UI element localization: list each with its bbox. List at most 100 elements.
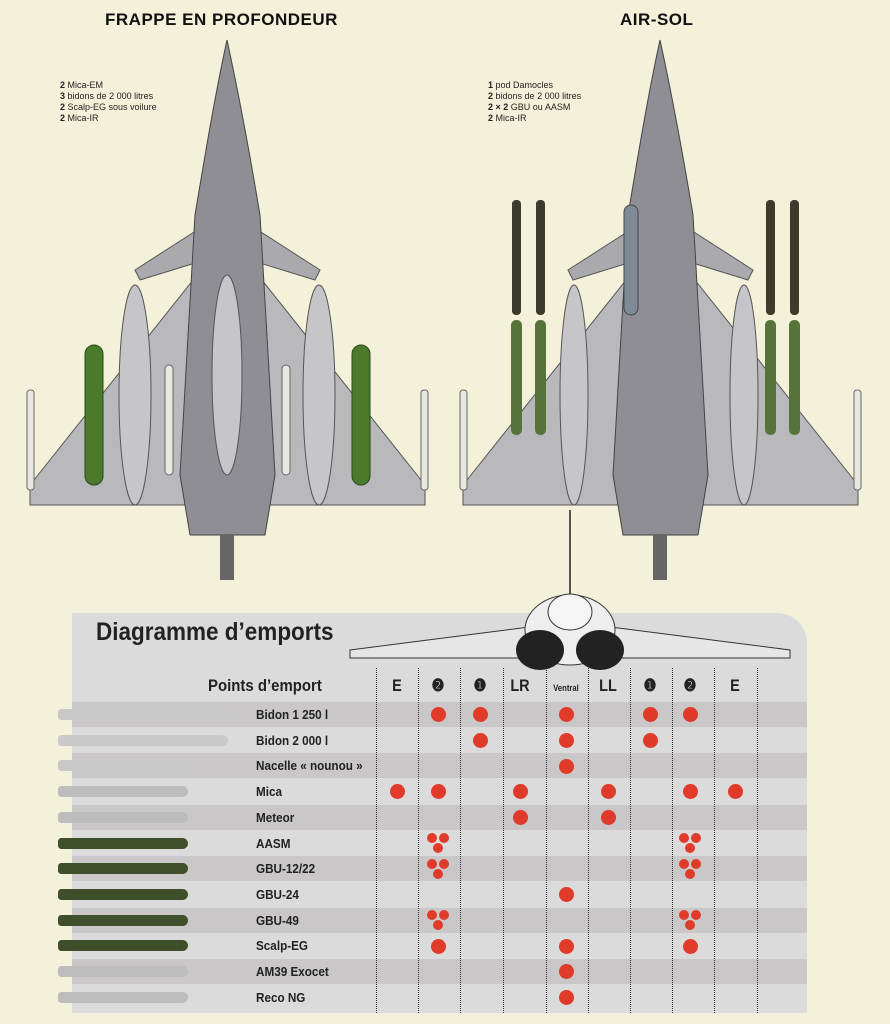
weapon-illustration	[58, 760, 188, 772]
fuel-tanks	[118, 274, 336, 506]
weapon-illustration	[58, 888, 188, 900]
row-label: AM39 Exocet	[256, 964, 329, 979]
triple-carriage-mark	[439, 833, 449, 844]
carriage-mark	[558, 964, 574, 980]
triple-carriage-mark	[691, 910, 701, 921]
loadout-item: 3 bidons de 2 000 litres	[60, 91, 154, 101]
loadout-item: 1 pod Damocles	[488, 80, 554, 90]
triple-carriage-mark	[439, 910, 449, 921]
column-divider	[503, 668, 504, 1013]
table-row	[72, 753, 807, 779]
column-divider	[418, 668, 419, 1013]
row-label: Scalp-EG	[256, 938, 309, 954]
weapon-illustration	[58, 991, 188, 1003]
loadout-item: 2 × 2 GBU ou AASM	[488, 102, 571, 112]
carriage-mark	[558, 887, 574, 903]
column-header: E	[730, 676, 740, 695]
row-label: Bidon 2 000 l	[256, 732, 329, 748]
triple-carriage-mark	[691, 859, 701, 870]
carriage-mark	[512, 810, 528, 826]
carriage-mark	[430, 784, 446, 800]
diagram-title: Diagramme d’emports	[96, 618, 334, 646]
carriage-mark	[727, 784, 743, 800]
rafale-front-view-illustration	[349, 510, 791, 670]
triple-carriage-mark	[679, 910, 689, 921]
column-divider	[376, 668, 377, 1013]
fuel-tanks	[559, 284, 759, 506]
carriage-mark	[472, 733, 488, 749]
column-divider	[546, 668, 547, 1013]
rafale-air-ground-illustration	[459, 39, 862, 580]
guided-bombs	[511, 200, 800, 435]
loadout-item: 2 Mica-IR	[488, 113, 527, 123]
column-header: ❶	[473, 676, 487, 695]
column-header: LL	[599, 676, 617, 695]
column-header: LR	[510, 676, 530, 695]
row-label: AASM	[256, 835, 291, 851]
weapon-illustration	[58, 837, 188, 849]
rafale-deep-strike-illustration	[26, 39, 429, 580]
carriage-mark	[430, 707, 446, 723]
column-divider	[714, 668, 715, 1013]
weapon-illustration	[58, 966, 188, 977]
column-divider	[672, 668, 673, 1013]
triple-carriage-mark	[433, 843, 443, 854]
column-divider	[460, 668, 461, 1013]
weapon-illustration	[58, 786, 188, 798]
triple-carriage-mark	[433, 920, 443, 931]
scalp-missiles	[84, 344, 371, 486]
column-divider	[757, 668, 758, 1013]
loadout-list-deep-strike: 2 Mica-EM 3 bidons de 2 000 litres 2 Sca…	[60, 80, 157, 124]
row-label: Mica	[256, 784, 283, 800]
triple-carriage-mark	[433, 869, 443, 880]
triple-carriage-mark	[685, 920, 695, 931]
carriage-mark	[558, 990, 574, 1006]
column-header: Ventral	[553, 683, 579, 693]
carriage-mark	[430, 938, 446, 954]
triple-carriage-mark	[427, 833, 437, 844]
mica-missiles	[26, 364, 429, 491]
triple-carriage-mark	[679, 833, 689, 844]
row-label: Nacelle « nounou »	[256, 758, 363, 774]
column-header: E	[392, 676, 402, 695]
carriage-mark	[682, 938, 698, 954]
loadout-item: 2 bidons de 2 000 litres	[488, 91, 582, 101]
carriage-mark	[642, 733, 658, 749]
points-label: Points d’emport	[208, 676, 322, 695]
weapon-illustration	[58, 940, 188, 952]
weapon-illustration	[58, 914, 188, 926]
column-divider	[630, 668, 631, 1013]
column-header: ❶	[643, 676, 657, 695]
carriage-mark	[682, 784, 698, 800]
triple-carriage-mark	[427, 910, 437, 921]
carriage-mark	[682, 707, 698, 723]
row-label: Meteor	[256, 809, 295, 825]
weapon-illustration	[58, 863, 188, 875]
row-label: GBU-12/22	[256, 861, 316, 877]
carriage-mark	[600, 810, 616, 826]
loadout-item: 2 Mica-IR	[60, 113, 99, 123]
config-title-deep-strike: FRAPPE EN PROFONDEUR	[105, 10, 338, 29]
triple-carriage-mark	[685, 869, 695, 880]
row-label: Reco NG	[256, 989, 306, 1005]
weapon-illustration	[58, 734, 228, 746]
carriage-mark	[558, 758, 574, 774]
weapon-illustration	[58, 709, 228, 720]
mica-missiles	[459, 389, 862, 491]
column-divider	[588, 668, 589, 1013]
carriage-mark	[512, 784, 528, 800]
row-label: Bidon 1 250 l	[256, 707, 329, 722]
config-title-air-ground: AIR-SOL	[620, 10, 694, 29]
triple-carriage-mark	[439, 859, 449, 870]
column-header: ❷	[683, 676, 697, 695]
table-row	[72, 959, 807, 984]
row-label: GBU-24	[256, 886, 299, 902]
carriage-mark	[558, 707, 574, 723]
triple-carriage-mark	[685, 843, 695, 854]
triple-carriage-mark	[427, 859, 437, 870]
row-label: GBU-49	[256, 912, 299, 928]
triple-carriage-mark	[691, 833, 701, 844]
damocles-pod	[623, 204, 639, 316]
carriage-mark	[600, 784, 616, 800]
